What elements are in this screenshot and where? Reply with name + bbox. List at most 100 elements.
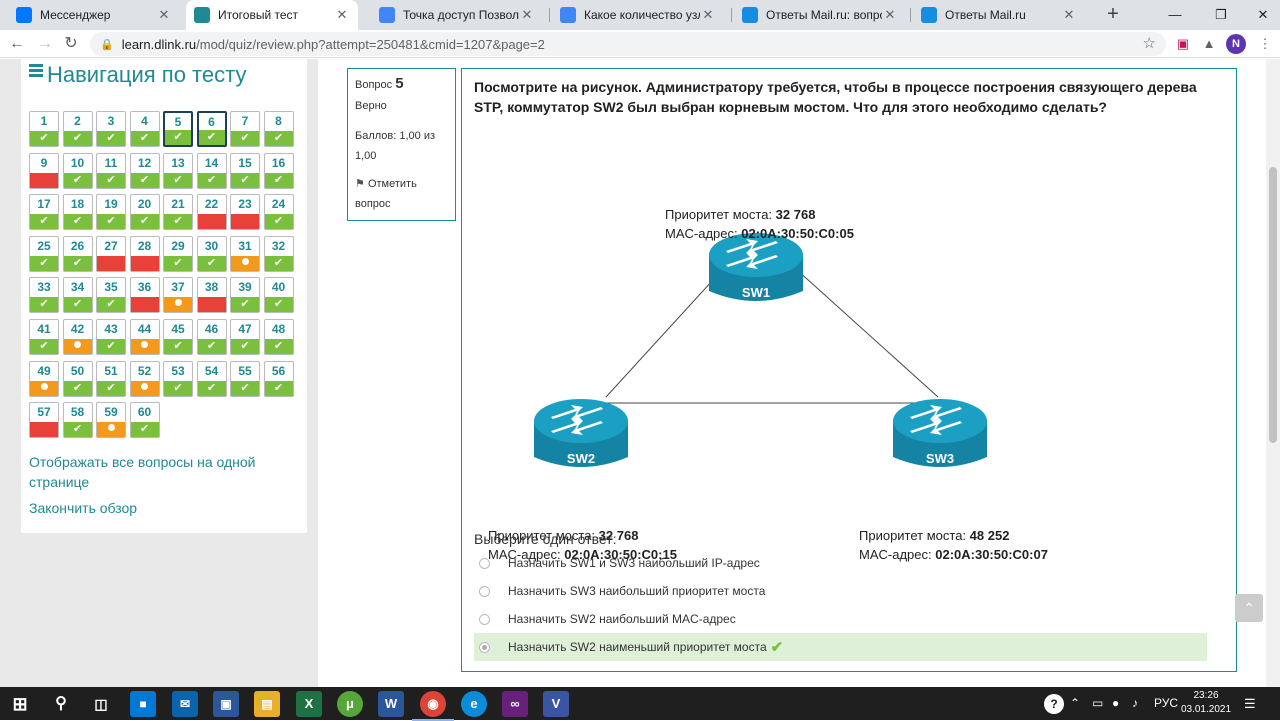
answer-option[interactable]: Назначить SW2 наибольший MAC-адрес [474,605,1207,633]
question-nav-button[interactable]: 38 [196,277,227,314]
question-nav-button[interactable]: 39✔ [230,277,260,314]
question-nav-button[interactable]: 60✔ [129,402,160,439]
chrome-icon[interactable]: ◉ [412,691,454,721]
volume-icon[interactable]: ♪ [1132,696,1138,710]
question-nav-button[interactable]: 29✔ [163,235,193,272]
file-explorer-icon[interactable]: ▤ [254,691,280,717]
search-icon[interactable]: ⚲ [55,695,67,712]
close-tab-icon[interactable]: ✕ [158,7,170,22]
question-nav-button[interactable]: 8✔ [263,111,294,147]
question-nav-button[interactable]: 36 [129,277,160,314]
question-nav-button[interactable]: 20✔ [129,194,160,231]
question-nav-button[interactable]: 10✔ [62,152,93,189]
question-nav-button[interactable]: 40✔ [263,277,294,314]
bookmark-star-icon[interactable]: ☆ [1142,35,1156,52]
mail-icon[interactable]: ✉ [172,691,198,717]
edge-icon[interactable]: e [461,691,487,717]
profile-avatar[interactable]: N [1226,34,1246,54]
browser-tab[interactable]: Ответы Mail.ru✕ [913,0,1085,30]
tray-chevron-icon[interactable]: ⌃ [1070,696,1081,710]
question-nav-button[interactable]: 4✔ [129,111,160,147]
question-nav-button[interactable]: 30✔ [196,235,227,272]
question-nav-button[interactable]: 42 [62,319,93,355]
close-tab-icon[interactable]: ✕ [1063,7,1075,22]
browser-tab[interactable]: Итоговый тест✕ [186,0,358,30]
answer-radio[interactable] [479,557,490,569]
browser-tab[interactable]: Какое количество узлов до✕ [552,0,724,30]
question-nav-button[interactable]: 9 [29,152,59,189]
answer-option[interactable]: Назначить SW1 и SW3 наибольший IP-адрес [474,549,1207,577]
answer-radio[interactable] [479,613,490,625]
visio-icon[interactable]: V [543,691,569,717]
question-nav-button[interactable]: 57 [29,402,59,439]
question-nav-button[interactable]: 1✔ [29,111,59,147]
word-icon[interactable]: W [378,691,404,717]
question-nav-button[interactable]: 23 [230,194,260,231]
maximize-button[interactable]: ❐ [1215,7,1227,22]
notifications-icon[interactable]: ☰ [1244,696,1256,711]
address-bar[interactable]: 🔒 learn.dlink.ru/mod/quiz/review.php?att… [90,32,1166,56]
question-nav-button[interactable]: 24✔ [263,194,294,231]
question-nav-button[interactable]: 55✔ [230,360,260,397]
question-nav-button[interactable]: 3✔ [96,111,126,147]
close-tab-icon[interactable]: ✕ [884,7,896,22]
question-nav-button[interactable]: 7✔ [230,111,260,147]
answer-option[interactable]: Назначить SW3 наибольший приоритет моста [474,577,1207,605]
forward-button[interactable]: → [37,35,53,52]
question-nav-button[interactable]: 50✔ [62,360,93,397]
question-nav-button[interactable]: 54✔ [196,360,227,397]
question-nav-button[interactable]: 37 [163,277,193,314]
question-nav-button[interactable]: 19✔ [96,194,126,231]
question-nav-button[interactable]: 26✔ [62,235,93,272]
finish-review-link[interactable]: Закончить обзор [29,500,138,516]
question-nav-button[interactable]: 2✔ [62,111,93,147]
question-nav-button[interactable]: 48✔ [263,319,294,355]
question-nav-button[interactable]: 33✔ [29,277,59,314]
question-nav-button[interactable]: 45✔ [163,319,193,355]
question-nav-button[interactable]: 52 [129,360,160,397]
close-window-button[interactable]: ✕ [1257,7,1269,22]
answer-radio[interactable] [479,585,490,597]
question-nav-button[interactable]: 43✔ [96,319,126,355]
reload-button[interactable]: ↻ [64,35,78,52]
store-icon[interactable]: ■ [130,691,156,717]
question-nav-button[interactable]: 49 [29,360,59,397]
question-nav-button[interactable]: 51✔ [96,360,126,397]
torrent-icon[interactable]: μ [337,691,363,717]
question-nav-button[interactable]: 35✔ [96,277,126,314]
help-icon[interactable]: ? [1044,694,1064,714]
task-view-icon[interactable]: ◫ [94,696,108,712]
windows-start-icon[interactable]: ⊞ [12,694,28,714]
question-nav-button[interactable]: 15✔ [230,152,260,189]
question-nav-button[interactable]: 47✔ [230,319,260,355]
question-nav-button[interactable]: 44 [129,319,160,355]
answer-radio[interactable] [479,641,490,653]
back-button[interactable]: ← [9,35,25,52]
question-nav-button[interactable]: 21✔ [163,194,193,231]
question-nav-button[interactable]: 34✔ [62,277,93,314]
question-nav-button[interactable]: 46✔ [196,319,227,355]
flag-question-link[interactable]: ⚑ Отметить вопрос [355,178,417,210]
close-tab-icon[interactable]: ✕ [702,7,714,22]
question-nav-button[interactable]: 41✔ [29,319,59,355]
scrollbar-thumb[interactable] [1269,167,1277,443]
language-indicator[interactable]: РУС [1154,696,1179,710]
page-scrollbar[interactable] [1266,59,1280,687]
question-nav-button[interactable]: 32✔ [263,235,294,272]
question-nav-button[interactable]: 6✔ [196,111,227,147]
save-disk-icon[interactable]: ▣ [213,691,239,717]
browser-tab[interactable]: Мессенджер✕ [8,0,180,30]
extensions-puzzle-icon[interactable]: ▲ [1202,36,1216,51]
scroll-to-top-button[interactable]: ⌃ [1235,594,1263,622]
close-tab-icon[interactable]: ✕ [336,7,348,22]
show-all-questions-link[interactable]: Отображать все вопросы на одной странице [29,454,256,490]
question-nav-button[interactable]: 56✔ [263,360,294,397]
question-nav-button[interactable]: 25✔ [29,235,59,272]
question-nav-button[interactable]: 16✔ [263,152,294,189]
network-icon[interactable]: ● [1112,696,1120,710]
extension-shield-icon[interactable]: ▣ [1176,36,1190,51]
question-nav-button[interactable]: 59 [96,402,126,439]
question-nav-button[interactable]: 53✔ [163,360,193,397]
question-nav-button[interactable]: 31 [230,235,260,272]
close-tab-icon[interactable]: ✕ [521,7,533,22]
